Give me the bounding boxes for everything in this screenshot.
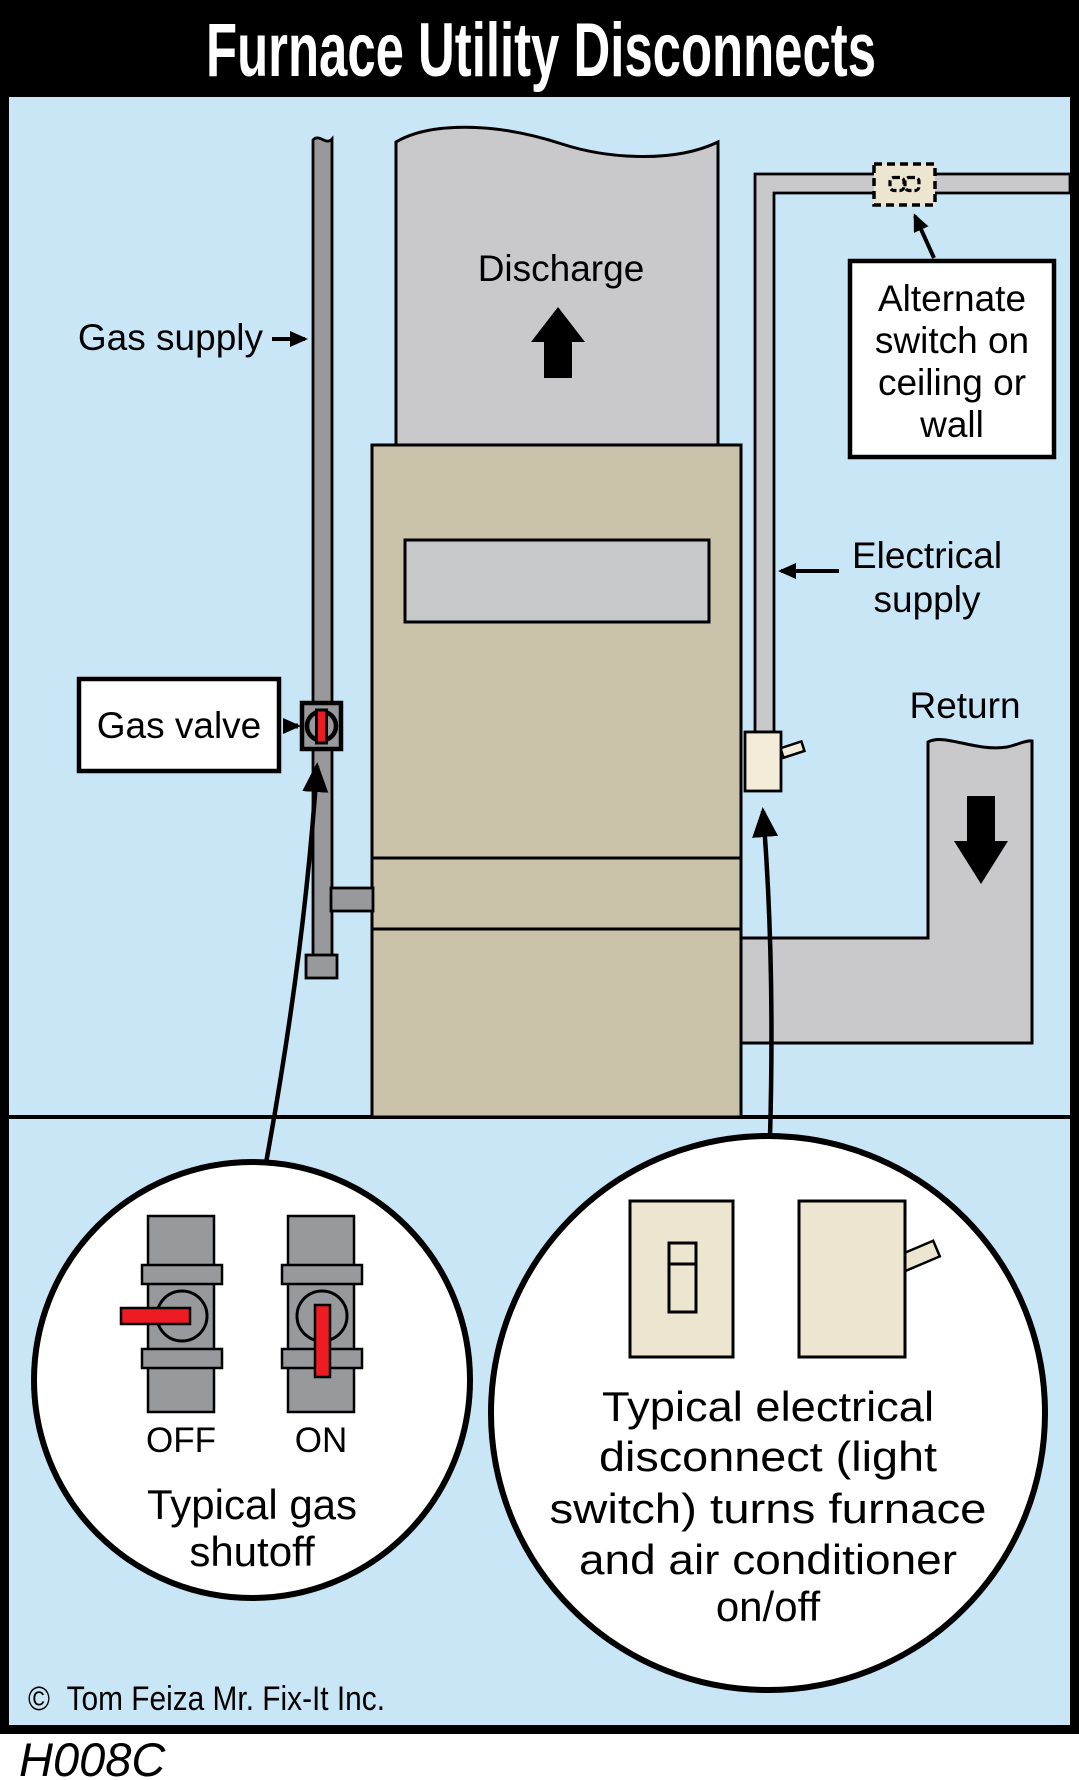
svg-text:Furnace Utility Disconnects: Furnace Utility Disconnects (206, 8, 876, 93)
svg-text:ON: ON (295, 1421, 348, 1460)
svg-text:switch on: switch on (875, 320, 1029, 361)
svg-text:Typical gas: Typical gas (147, 1481, 357, 1528)
svg-text:supply: supply (874, 579, 981, 620)
svg-text:© Tom Feiza Mr. Fix-It Inc.: © Tom Feiza Mr. Fix-It Inc. (28, 1680, 385, 1718)
svg-text:Typical electrical: Typical electrical (602, 1383, 934, 1430)
svg-text:Gas valve: Gas valve (97, 705, 262, 746)
svg-text:Gas supply: Gas supply (78, 317, 264, 358)
svg-text:Alternate: Alternate (878, 278, 1026, 319)
svg-text:ceiling or: ceiling or (878, 362, 1026, 403)
svg-text:on/off: on/off (716, 1583, 821, 1630)
svg-text:Electrical: Electrical (852, 535, 1002, 576)
svg-text:and air conditioner: and air conditioner (579, 1536, 957, 1583)
svg-text:disconnect (light: disconnect (light (599, 1433, 937, 1480)
svg-text:wall: wall (919, 404, 984, 445)
svg-text:switch) turns furnace: switch) turns furnace (550, 1485, 987, 1532)
svg-text:Discharge: Discharge (478, 248, 645, 289)
svg-text:shutoff: shutoff (189, 1528, 315, 1575)
svg-text:H008C: H008C (19, 1733, 166, 1780)
svg-text:OFF: OFF (146, 1421, 216, 1460)
svg-text:Return: Return (909, 685, 1020, 726)
